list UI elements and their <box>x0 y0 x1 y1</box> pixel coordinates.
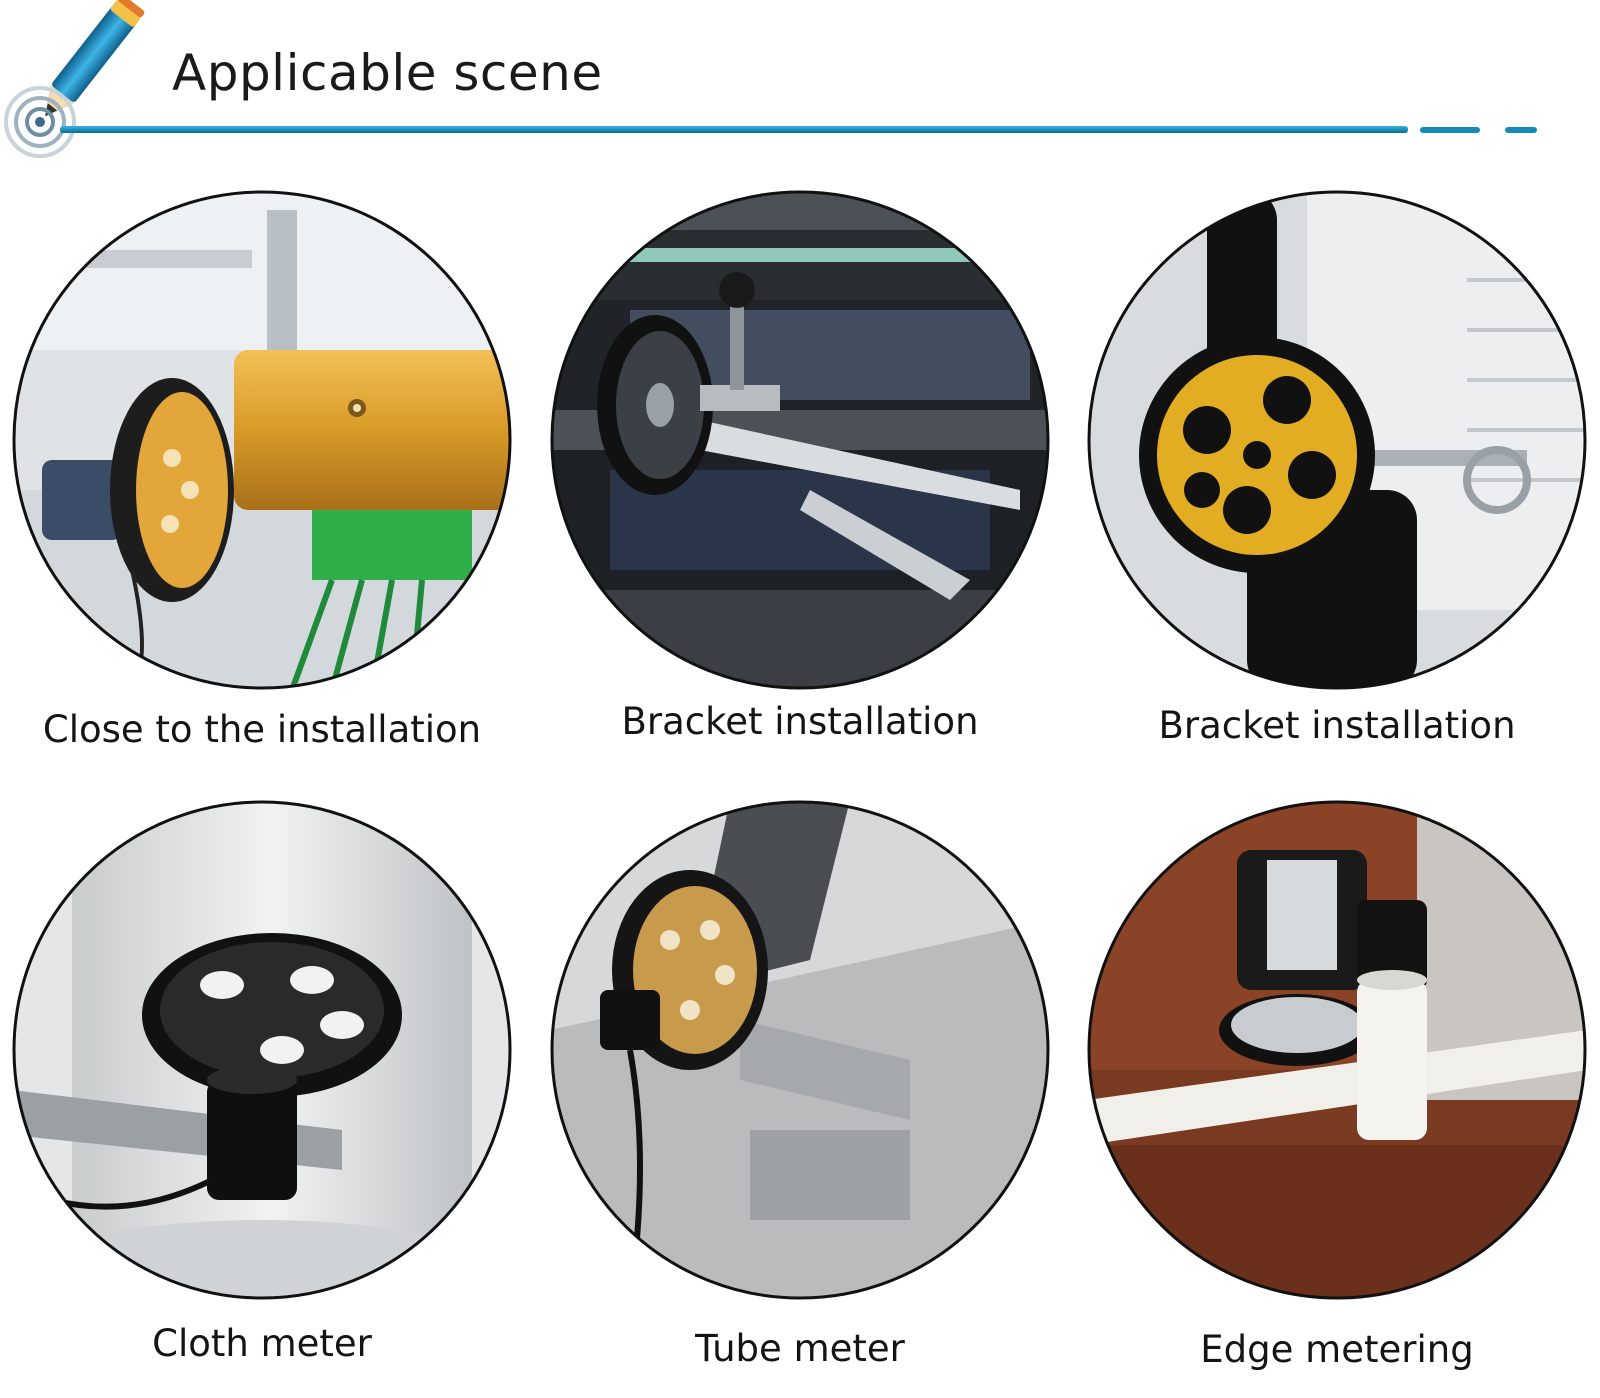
tube-meter-photo <box>550 800 1050 1300</box>
scene-caption: Close to the installation <box>42 708 482 751</box>
bracket-roller-photo <box>550 190 1050 690</box>
scene-caption: Bracket installation <box>1158 704 1516 747</box>
header-divider-dash <box>1505 127 1537 133</box>
cloth-meter-photo <box>12 800 512 1300</box>
edge-metering-photo <box>1087 800 1587 1300</box>
header-divider <box>60 126 1408 133</box>
scene-card: Cloth meter <box>2 800 522 1365</box>
section-header: Applicable scene <box>0 0 1600 170</box>
scene-card: Close to the installation <box>2 190 522 751</box>
page-title: Applicable scene <box>172 44 603 102</box>
scene-caption: Tube meter <box>695 1327 905 1370</box>
yellow-wheel-bracket-photo <box>1087 190 1587 690</box>
scene-caption: Edge metering <box>1200 1328 1474 1371</box>
header-divider-dash <box>1420 127 1480 133</box>
scene-caption: Bracket installation <box>621 700 979 743</box>
roller-encoder-photo <box>12 190 512 690</box>
pencil-icon <box>4 0 145 158</box>
scene-card: Bracket installation <box>540 190 1060 743</box>
scene-card: Tube meter <box>540 800 1060 1370</box>
scene-card: Edge metering <box>1077 800 1597 1371</box>
scene-card: Bracket installation <box>1077 190 1597 747</box>
scene-caption: Cloth meter <box>152 1322 372 1365</box>
